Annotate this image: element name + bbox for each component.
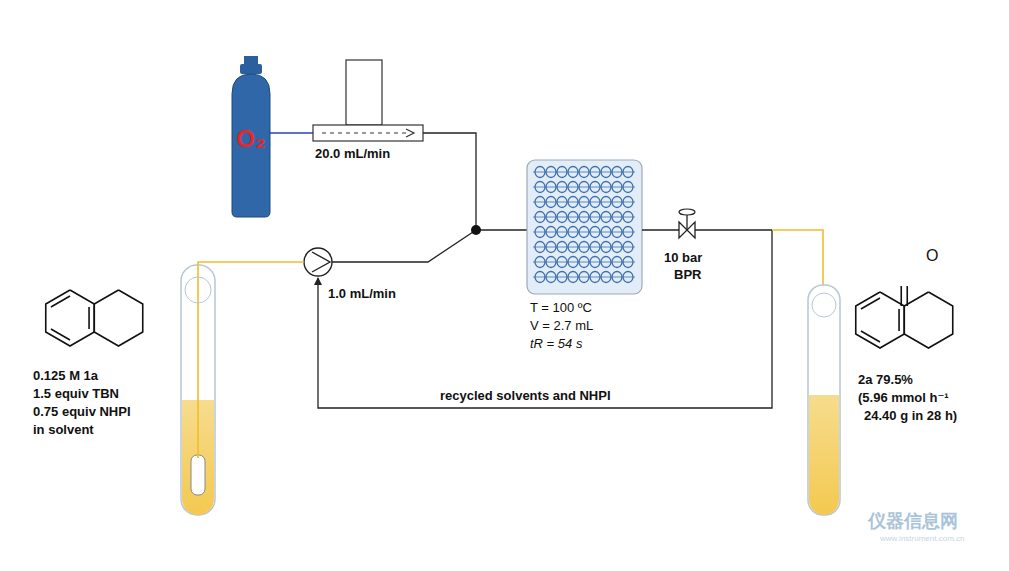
molecule-structures	[46, 286, 953, 348]
mixed-line	[476, 229, 527, 230]
reactor-coils	[533, 167, 635, 283]
flow-arrow	[406, 129, 414, 137]
carbonyl-bond	[906, 286, 908, 306]
condition: V = 2.7 mL	[530, 318, 593, 334]
double-bond	[898, 309, 900, 331]
t-mixer	[471, 225, 481, 235]
gas-cylinder: O₂	[230, 56, 272, 218]
gas-line	[268, 132, 313, 134]
valve-name: BPR	[674, 267, 701, 283]
coil-line	[533, 262, 635, 263]
coil-reactor	[527, 160, 642, 294]
gas-label: O₂	[230, 126, 272, 152]
inlet-filter	[191, 455, 205, 495]
coil-line	[533, 217, 635, 218]
bpr-valve	[686, 214, 687, 230]
line-label: recycled solvents and NHPI	[440, 388, 611, 404]
coil-line	[533, 232, 635, 233]
aliphatic-ring	[904, 292, 952, 348]
aliphatic-ring	[94, 290, 142, 346]
double-bond	[861, 331, 880, 342]
vial-cap	[185, 277, 211, 303]
atom-label: O	[926, 248, 938, 264]
benzene-ring	[46, 290, 94, 346]
recycle-line	[318, 230, 772, 408]
flow-rate: 1.0 mL/min	[328, 286, 396, 302]
condition: T = 100 ºC	[530, 300, 592, 316]
coil-line	[533, 187, 635, 188]
double-bond	[88, 307, 90, 329]
carbonyl-bond	[900, 286, 902, 306]
liquid-line	[332, 230, 476, 262]
liquid-line	[642, 229, 679, 230]
mass-flow-controller	[313, 125, 423, 141]
coil-line	[533, 172, 635, 173]
mass-flow-controller	[346, 60, 382, 125]
flow-rate: 20.0 mL/min	[315, 146, 390, 162]
benzene-ring	[856, 292, 904, 348]
flow-arrow	[322, 133, 408, 134]
pump-symbol	[304, 248, 332, 276]
reagent-note: 1.5 equiv TBN	[33, 386, 119, 402]
pump-symbol	[312, 252, 330, 272]
watermark: www.instrument.com.cn	[880, 534, 964, 544]
bpr-valve	[679, 209, 695, 215]
double-bond	[861, 298, 880, 309]
yield-note: 2a 79.5%	[858, 372, 913, 388]
yield-note: 24.40 g in 28 h)	[864, 408, 957, 424]
condition: tR = 54 s	[530, 336, 582, 352]
coil-line	[533, 247, 635, 248]
reagent-note: in solvent	[33, 422, 94, 438]
double-bond	[51, 296, 70, 307]
collection-vial	[808, 285, 840, 515]
yield-note: (5.96 mmol h⁻¹	[858, 390, 949, 406]
reagent-note: 0.125 M 1a	[33, 368, 98, 384]
vial-cap	[812, 293, 836, 317]
feed-line	[198, 262, 304, 458]
double-bond	[51, 329, 70, 340]
watermark: 仪器信息网	[868, 510, 958, 532]
reagent-note: 0.75 equiv NHPI	[33, 404, 131, 420]
coil-line	[533, 202, 635, 203]
liquid-line	[695, 229, 772, 230]
gas-line	[423, 133, 476, 230]
coil-line	[533, 277, 635, 278]
product-liquid	[809, 395, 839, 515]
pressure-value: 10 bar	[664, 250, 702, 266]
